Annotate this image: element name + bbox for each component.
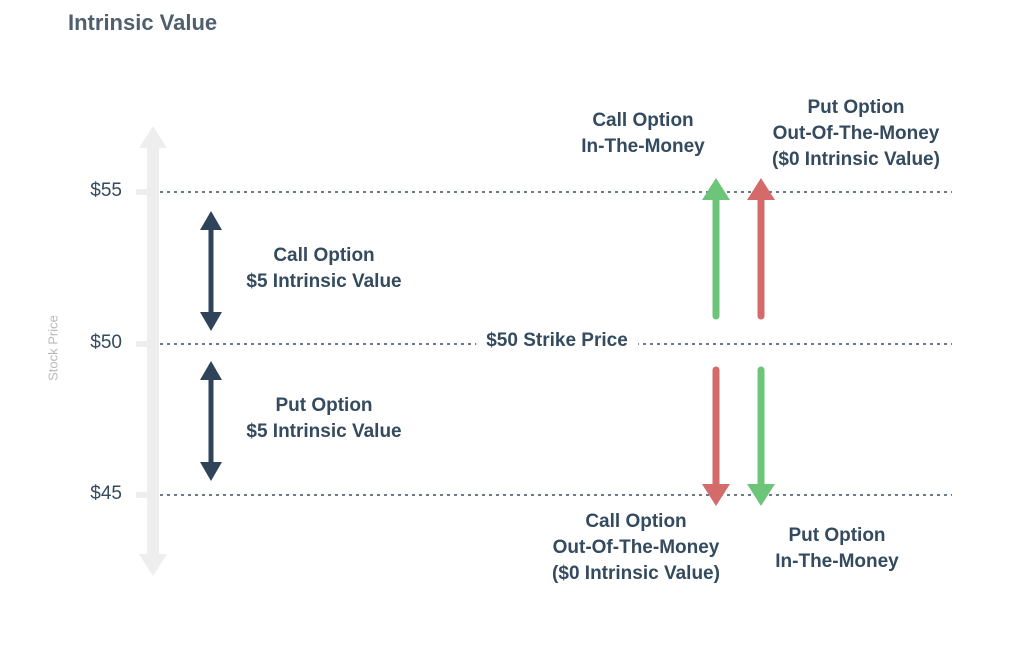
axis-tick-45: [136, 492, 156, 498]
call-itm-label: Call Option In-The-Money: [581, 110, 705, 157]
strike-price-label: $50 Strike Price: [476, 330, 638, 352]
put-intrinsic-double-arrow: [200, 361, 222, 481]
stock-price-axis: [136, 126, 167, 576]
put-itm-down-arrow: [747, 366, 775, 506]
axis-bar: [147, 146, 159, 556]
put-intrinsic-label: Put Option $5 Intrinsic Value: [246, 395, 402, 442]
call-itm-up-arrow: [702, 178, 730, 320]
axis-arrow-down: [139, 554, 167, 576]
put-itm-label: Put Option In-The-Money: [775, 525, 899, 572]
call-intrinsic-double-arrow: [200, 211, 222, 331]
diagram-title: Intrinsic Value: [68, 10, 218, 35]
tick-label-50: $50: [90, 332, 122, 353]
call-otm-label: Call Option Out-Of-The-Money ($0 Intrins…: [552, 511, 720, 584]
put-otm-up-arrow: [747, 178, 775, 320]
call-otm-down-arrow: [702, 366, 730, 506]
call-intrinsic-label: Call Option $5 Intrinsic Value: [246, 245, 402, 292]
axis-tick-55: [136, 189, 156, 195]
put-otm-label: Put Option Out-Of-The-Money ($0 Intrinsi…: [772, 97, 940, 170]
axis-tick-50: [136, 341, 156, 347]
axis-arrow-up: [139, 126, 167, 148]
tick-label-45: $45: [90, 483, 122, 504]
tick-label-55: $55: [90, 180, 122, 201]
